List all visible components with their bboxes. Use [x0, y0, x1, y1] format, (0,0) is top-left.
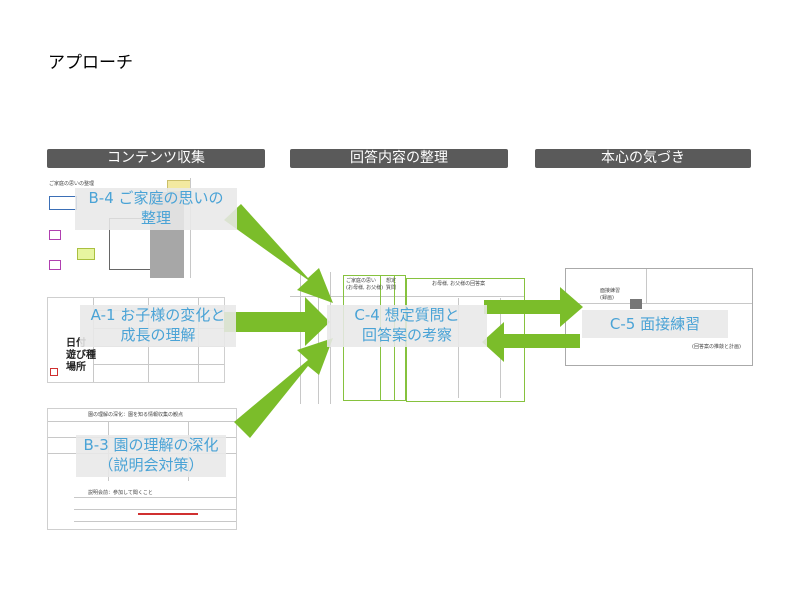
- c4-col1-header: ご家庭の思い (お母様, お父様): [346, 278, 384, 291]
- c5-note: (回答案の推敲と計画): [692, 344, 741, 350]
- label-c4: C-4 想定質問と 回答案の考察: [327, 305, 487, 347]
- diagram-box: [77, 248, 95, 260]
- thumbnail-b3-head: 園の理解の深化：園を知る情報収集の観点: [88, 412, 184, 418]
- diagram-box: [49, 230, 61, 240]
- label-b4-line1: B-4 ご家庭の思いの: [88, 189, 224, 207]
- label-b4-line2: 整理: [140, 209, 171, 227]
- label-c4-line2: 回答案の考察: [361, 326, 452, 344]
- header-content-collection: コンテンツ収集: [47, 149, 265, 168]
- label-a1: A-1 お子様の変化と 成長の理解: [80, 305, 236, 347]
- thumbnail-a1-text: 日付 遊び種 場所: [66, 338, 96, 373]
- arrow-a1-to-c4: [224, 297, 330, 346]
- header-true-feelings: 本心の気づき: [535, 149, 751, 168]
- arrow-c4-to-c5: [484, 287, 583, 327]
- label-c5: C-5 面接練習: [582, 310, 728, 338]
- label-b3-line2: （説明会対策）: [98, 456, 204, 474]
- red-text-line: [138, 513, 198, 515]
- label-a1-line1: A-1 お子様の変化と: [90, 306, 226, 324]
- c5-header: 面接練習 (録画): [600, 288, 621, 301]
- thumbnail-b4-title: ご家庭の思いの整理: [49, 181, 95, 187]
- c5-photo: [630, 299, 642, 309]
- label-b3: B-3 園の理解の深化 （説明会対策）: [76, 435, 226, 477]
- arrow-b4-to-c4: [224, 204, 333, 303]
- header-answer-organization: 回答内容の整理: [290, 149, 508, 168]
- c4-col3-header: お母様, お父様の回答案: [432, 281, 486, 287]
- arrow-c5-to-c4: [482, 322, 580, 362]
- thumbnail-b3-sub: 説明会前：参加して聞くこと: [88, 490, 153, 496]
- label-c4-line1: C-4 想定質問と: [354, 306, 460, 324]
- page-title: アプローチ: [48, 53, 133, 73]
- c4-col2-header: 想定 質問: [386, 278, 397, 291]
- red-mark: [50, 368, 58, 376]
- label-c5-text: C-5 面接練習: [609, 315, 701, 333]
- label-b3-line1: B-3 園の理解の深化: [83, 436, 219, 454]
- diagram-box: [49, 260, 61, 270]
- label-a1-line2: 成長の理解: [120, 326, 196, 344]
- label-b4: B-4 ご家庭の思いの 整理: [75, 188, 237, 230]
- arrow-b3-to-c4: [234, 338, 333, 438]
